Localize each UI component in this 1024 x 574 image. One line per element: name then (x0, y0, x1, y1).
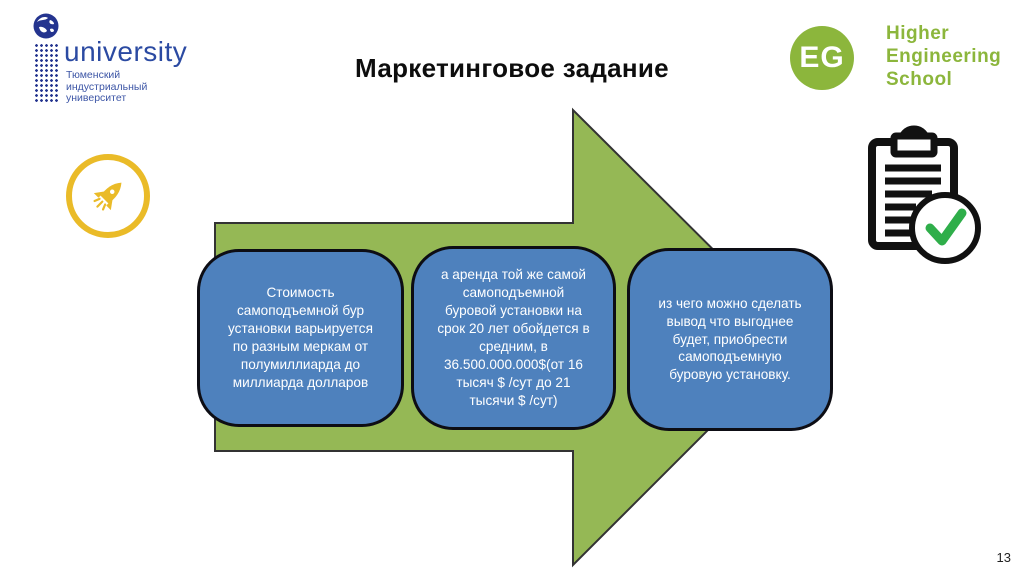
university-logo: university Тюменский индустриальный унив… (30, 8, 220, 108)
engineering-school-line: Higher (886, 23, 950, 44)
university-subtitle: Тюменский индустриальный университет (66, 69, 148, 105)
globe-icon (33, 13, 59, 39)
eg-monogram-badge: EG (790, 26, 854, 90)
engineering-school-logo: EG Higher Engineering School (788, 20, 1018, 100)
flow-box-cost: Стоимость самоподъемной бур установки ва… (197, 249, 404, 427)
engineering-school-label: Higher Engineering School (886, 22, 1001, 91)
flow-box-text: Стоимость самоподъемной бур установки ва… (228, 285, 373, 390)
university-subtitle-line: Тюменский (66, 69, 121, 81)
rocket-badge (66, 154, 150, 238)
engineering-school-line: School (886, 69, 953, 90)
engineering-school-line: Engineering (886, 46, 1002, 67)
rocket-icon (93, 182, 122, 211)
page-number: 13 (996, 550, 1011, 565)
flow-box-conclusion: из чего можно сделать вывод что выгоднее… (627, 248, 833, 431)
page-title: Маркетинговое задание (355, 53, 669, 83)
flow-box-text: а аренда той же самой самоподъемной буро… (437, 267, 590, 408)
university-subtitle-line: университет (66, 92, 127, 104)
university-subtitle-line: индустриальный (66, 80, 148, 93)
flow-box-rent: а аренда той же самой самоподъемной буро… (411, 246, 616, 430)
halftone-i-column (33, 42, 59, 104)
clipboard-check-icon (852, 118, 984, 268)
flow-box-text: из чего можно сделать вывод что выгоднее… (658, 295, 802, 383)
university-wordmark: university (64, 36, 188, 67)
